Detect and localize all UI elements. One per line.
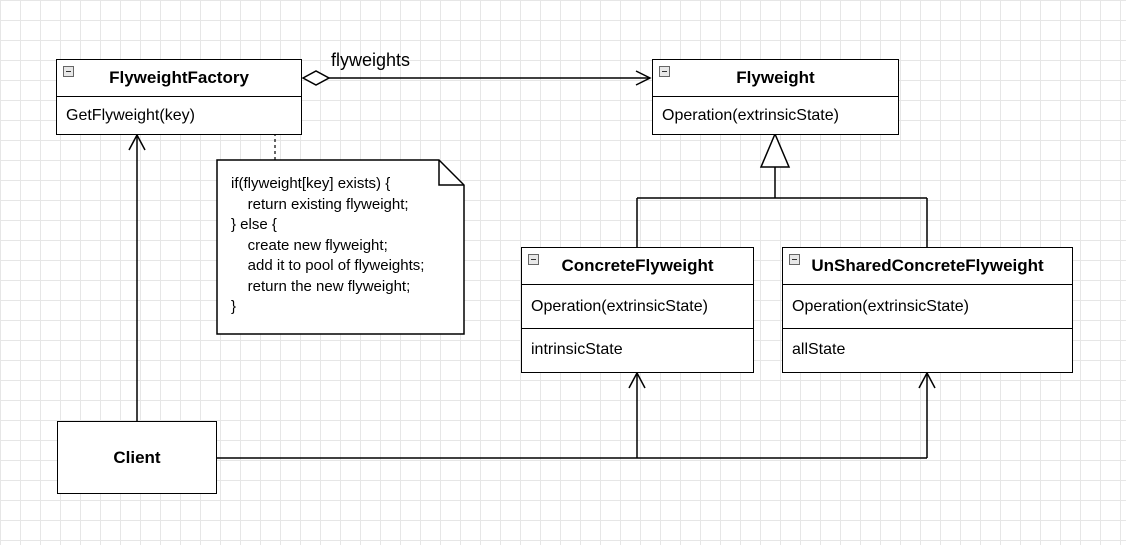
collapse-icon[interactable]: [659, 66, 670, 77]
aggregation-connector: [301, 70, 652, 86]
association-label: flyweights: [331, 50, 411, 70]
note-text: if(flyweight[key] exists) { return exist…: [231, 175, 425, 315]
client-factory-arrowhead: [128, 133, 146, 151]
client-unshared-arrowhead: [918, 371, 936, 389]
note-fold: [438, 160, 464, 186]
class-header: UnSharedConcreteFlyweight: [783, 248, 1072, 285]
collapse-icon[interactable]: [528, 254, 539, 265]
class-name: ConcreteFlyweight: [561, 256, 714, 275]
class-attribute: allState: [783, 328, 1072, 371]
association-arrowhead: [635, 70, 652, 86]
aggregation-diamond: [301, 70, 331, 86]
class-name: UnSharedConcreteFlyweight: [811, 256, 1044, 275]
class-header: FlyweightFactory: [57, 60, 301, 97]
collapse-icon[interactable]: [789, 254, 800, 265]
class-header: Flyweight: [653, 60, 898, 97]
class-name: FlyweightFactory: [109, 68, 249, 87]
unshared-concrete-flyweight-class[interactable]: UnSharedConcreteFlyweight Operation(extr…: [782, 247, 1073, 373]
flyweight-factory-class[interactable]: FlyweightFactory GetFlyweight(key): [56, 59, 302, 135]
class-name: Flyweight: [736, 68, 815, 87]
class-attribute: intrinsicState: [522, 328, 753, 371]
class-name: Client: [113, 447, 161, 467]
generalization-triangle: [759, 132, 791, 168]
class-operation: Operation(extrinsicState): [662, 106, 839, 124]
client-flyweights-connector: [217, 371, 936, 459]
client-factory-connector: [128, 133, 146, 421]
generalization-connector: [636, 132, 928, 248]
class-operation: Operation(extrinsicState): [531, 297, 708, 315]
client-class[interactable]: Client: [57, 421, 217, 494]
class-operation: GetFlyweight(key): [66, 106, 195, 124]
concrete-flyweight-class[interactable]: ConcreteFlyweight Operation(extrinsicSta…: [521, 247, 754, 373]
collapse-icon[interactable]: [63, 66, 74, 77]
flyweight-class[interactable]: Flyweight Operation(extrinsicState): [652, 59, 899, 135]
class-header: ConcreteFlyweight: [522, 248, 753, 285]
class-operation: Operation(extrinsicState): [792, 297, 969, 315]
client-concrete-arrowhead: [628, 371, 646, 389]
note-shape: [216, 159, 465, 335]
